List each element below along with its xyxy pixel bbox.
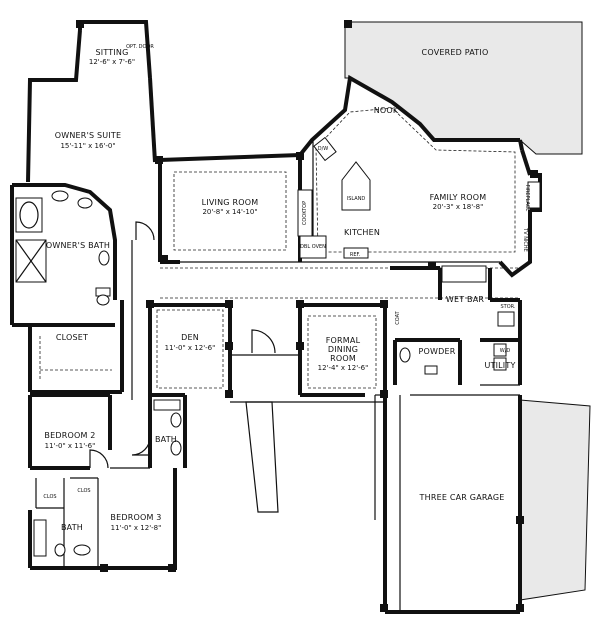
label-stor: STOR. <box>500 304 515 310</box>
garage-apron <box>519 399 591 601</box>
label-cooktop: COOKTOP <box>302 201 308 225</box>
fireplace-box <box>527 181 541 209</box>
entry-door-swing <box>251 329 276 354</box>
label-nook: NOOK <box>374 106 399 115</box>
owners-vanity <box>51 190 110 266</box>
covered-patio <box>344 21 583 155</box>
owners-wing-walls <box>10 20 162 400</box>
label-island: ISLAND <box>347 196 366 202</box>
label-ref: REF. <box>350 252 361 258</box>
front-walkway <box>245 401 279 513</box>
label-family-room: FAMILY ROOM <box>430 193 487 202</box>
label-den: DEN <box>181 333 199 342</box>
label-powder: POWDER <box>418 347 455 356</box>
label-living-room: LIVING ROOM <box>202 198 259 207</box>
kitchen-sink <box>313 136 337 162</box>
label-wd: W/D <box>500 348 511 354</box>
label-hall-bath: BATH <box>155 435 177 444</box>
label-clos-left: CLOS <box>43 494 56 500</box>
label-covered-patio: COVERED PATIO <box>422 48 489 57</box>
label-closet: CLOSET <box>56 333 88 342</box>
label-bed3-bath: BATH <box>61 523 83 532</box>
owners-tub <box>15 197 43 233</box>
dim-formal-dining: 12'-4" x 12'-6" <box>318 364 369 372</box>
service-walls <box>390 265 522 386</box>
label-formal-dining-1: FORMAL <box>326 336 361 345</box>
powder-fixtures <box>399 347 438 375</box>
label-dw: D/W <box>318 146 329 152</box>
label-opt-door: OPT. DOOR <box>126 44 154 50</box>
kitchen-island <box>341 161 371 211</box>
bedroom-wing-walls <box>28 393 187 570</box>
label-wet-bar: WET BAR <box>446 295 485 304</box>
owners-shower <box>15 239 47 283</box>
label-owners-suite: OWNER'S SUITE <box>55 131 121 140</box>
bedroom-door-swings <box>89 221 155 469</box>
dim-bedroom-3: 11'-0" x 12'-8" <box>111 524 162 532</box>
label-utility: UTILITY <box>484 361 515 370</box>
dim-den: 11'-0" x 12'-6" <box>165 344 216 352</box>
bed3-bath-fixtures <box>33 519 91 557</box>
label-bedroom-3: BEDROOM 3 <box>110 513 161 522</box>
label-bedroom-2: BEDROOM 2 <box>44 431 95 440</box>
label-coat: COAT <box>395 310 401 324</box>
label-fireplace: FIREPLACE <box>524 185 530 212</box>
dim-owners-suite: 15'-11" x 16'-0" <box>60 142 115 150</box>
central-walls <box>148 303 387 403</box>
label-garage: THREE CAR GARAGE <box>419 493 505 502</box>
label-formal-dining-2: DINING <box>328 345 358 354</box>
kitchen-family-walls <box>298 74 542 278</box>
utility-fixtures <box>493 311 515 371</box>
label-owners-bath: OWNER'S BATH <box>46 241 110 250</box>
label-dbl-oven: DBL OVEN <box>300 244 326 250</box>
label-formal-dining-3: ROOM <box>330 354 356 363</box>
dim-family-room: 20'-3" x 18'-8" <box>433 203 484 211</box>
owners-toilet <box>95 287 111 306</box>
label-kitchen: KITCHEN <box>344 228 380 237</box>
hall-bath-fixtures <box>153 399 182 456</box>
kitchen-counter <box>297 189 369 259</box>
label-sitting: SITTING <box>95 48 128 57</box>
owners-closet-rods <box>39 336 112 380</box>
label-clos-right: CLOS <box>77 488 90 494</box>
dim-sitting: 12'-6" x 7'-6" <box>89 58 135 66</box>
dim-bedroom-2: 11'-0" x 11'-6" <box>45 442 96 450</box>
garage-walls <box>374 394 522 614</box>
label-tv-niche: TV NICHE <box>522 227 528 252</box>
dim-living-room: 20'-8" x 14'-10" <box>202 208 257 216</box>
structural-piers <box>76 20 538 612</box>
